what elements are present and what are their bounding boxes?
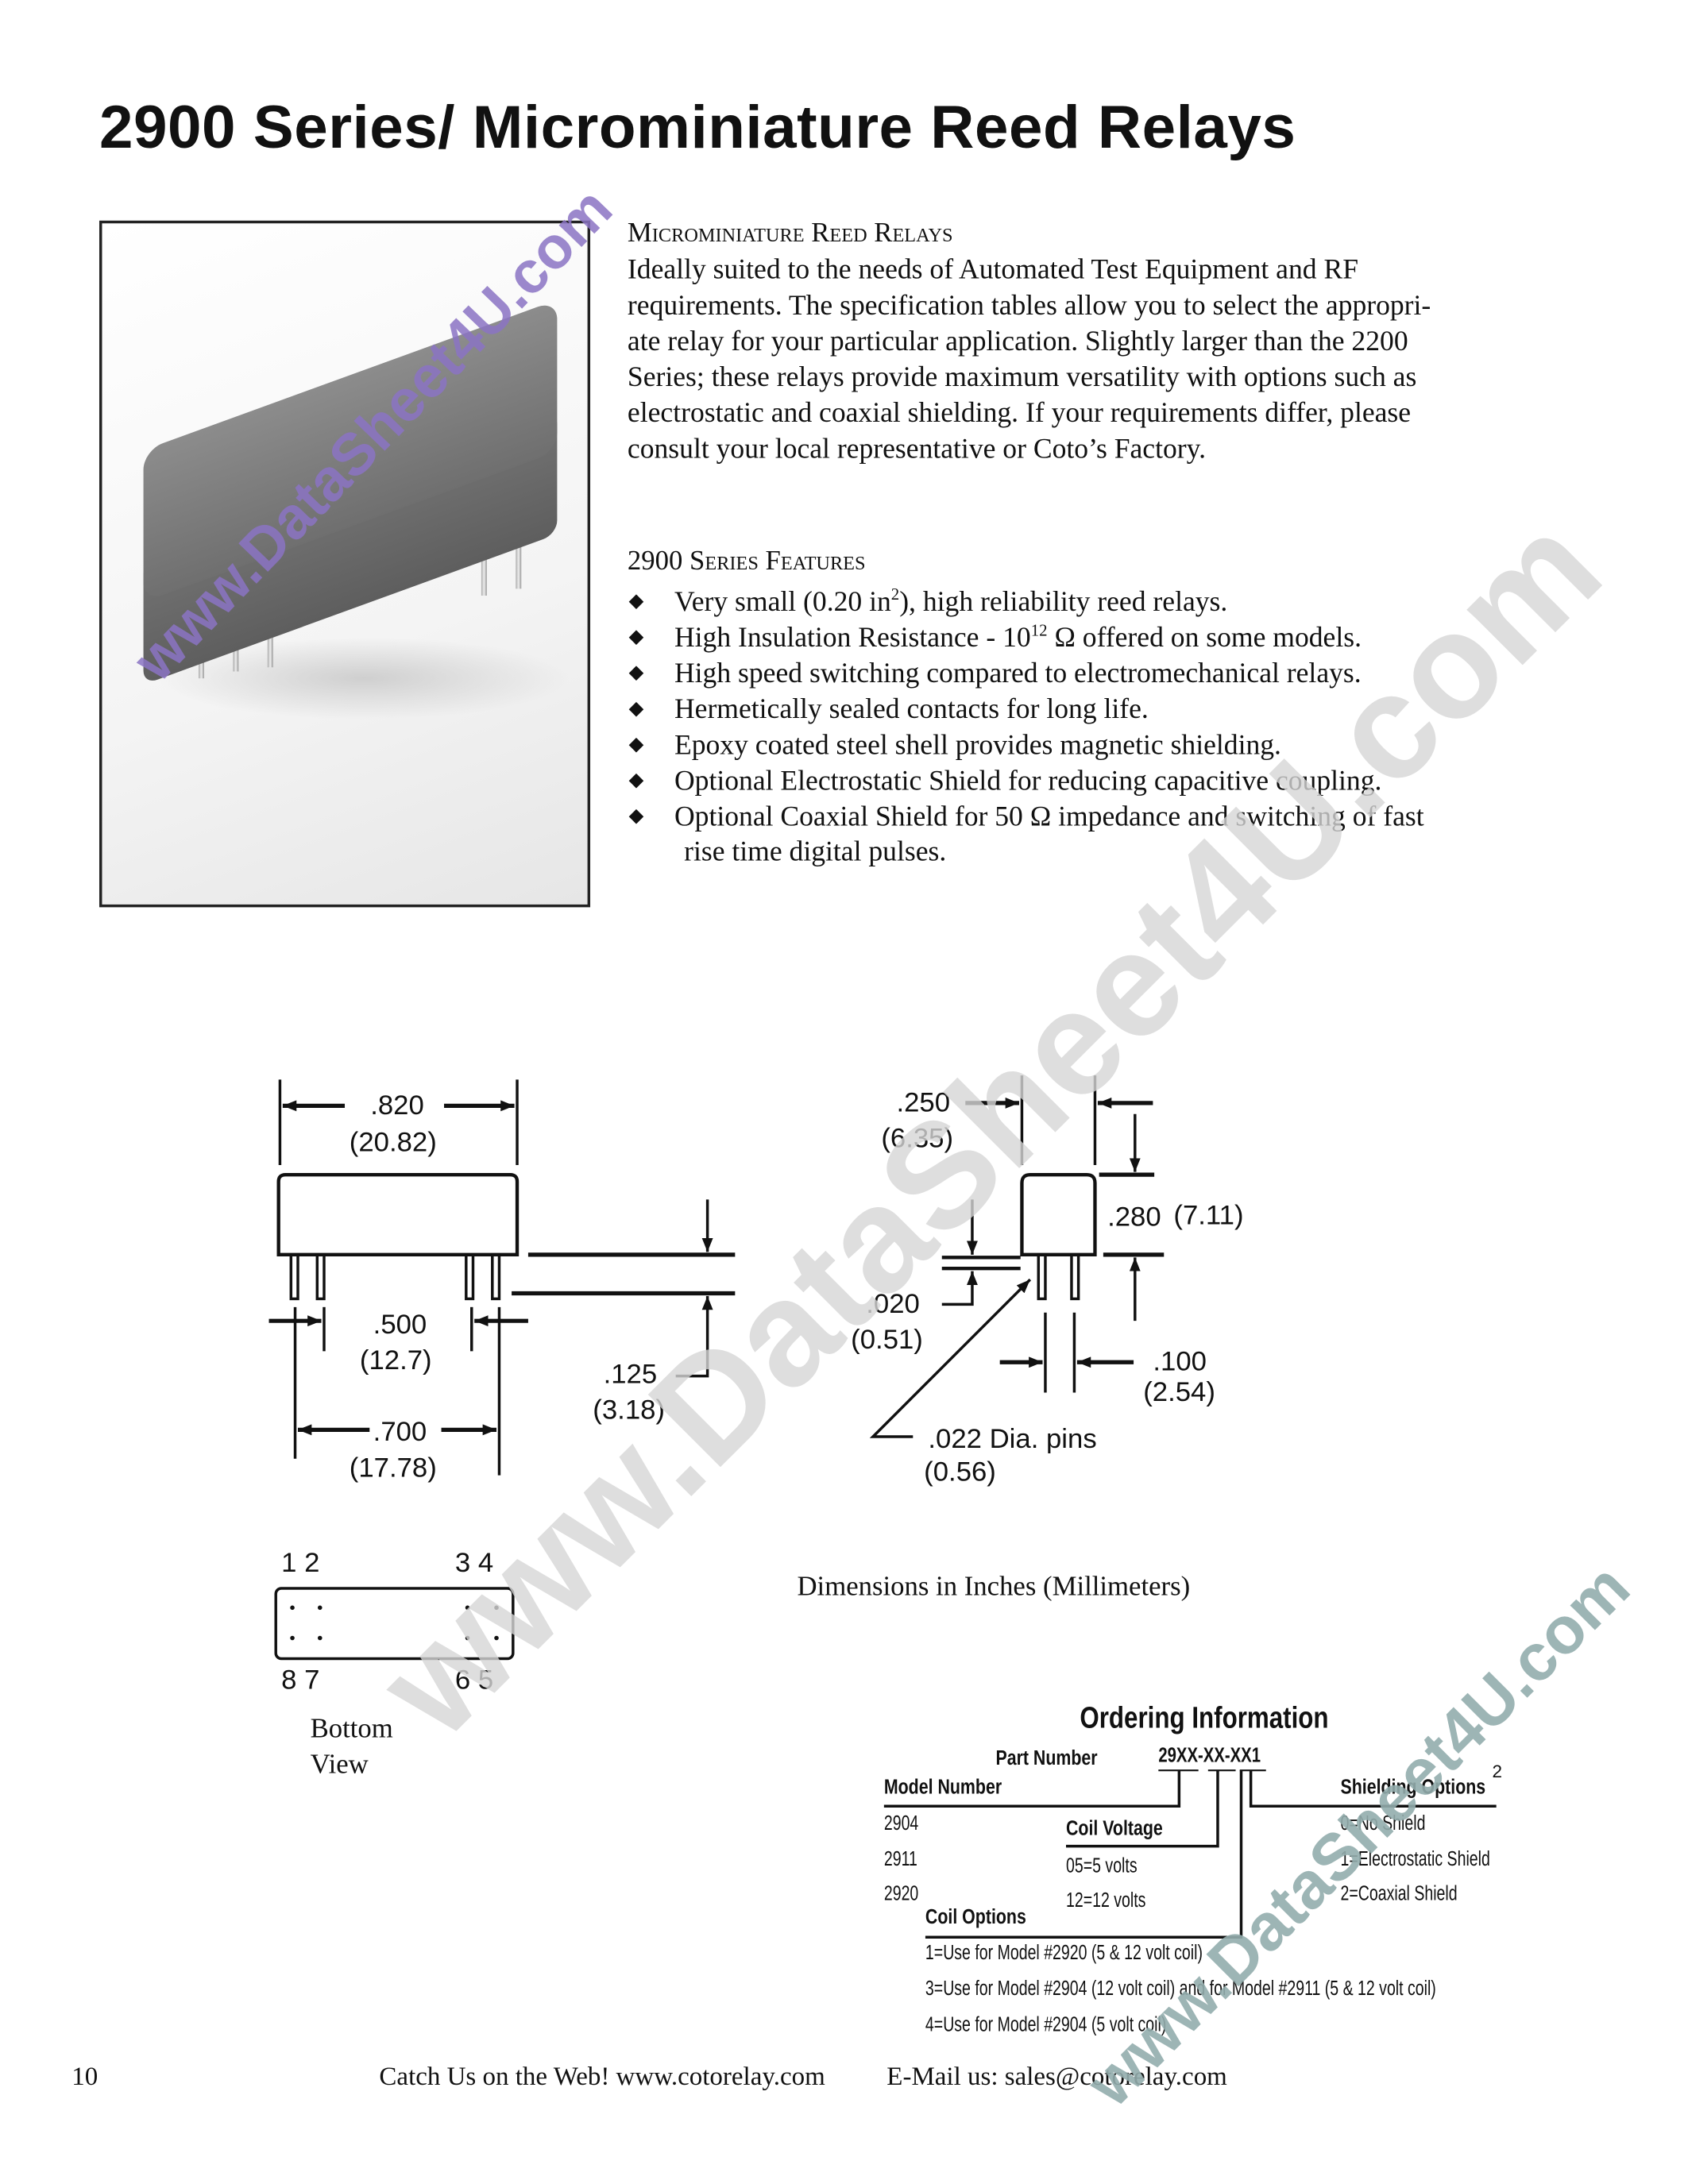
intro-line: Series; these relays provide maximum ver…	[627, 362, 1417, 393]
feature-text: High Insulation Resistance - 10	[674, 623, 1031, 654]
dim-pin-length-mm: (3.18)	[593, 1395, 665, 1425]
dim-pin-row-mm: (12.7)	[360, 1345, 432, 1376]
feature-item: Hermetically sealed contacts for long li…	[674, 693, 1149, 727]
relay-photo	[98, 220, 591, 908]
intro-line: electrostatic and coaxial shielding. If …	[627, 398, 1412, 429]
relay-pin	[481, 533, 487, 596]
dim-standoff: .020	[866, 1289, 920, 1319]
feature-item: Optional Electrostatic Shield for reduci…	[674, 764, 1381, 798]
coil-option-4: 4=Use for Model #2904 (5 volt coil)	[925, 2012, 1167, 2037]
coil-voltage-12: 12=12 volts	[1066, 1889, 1146, 1912]
features-heading: 2900 Series Features	[627, 546, 866, 577]
shielding-label: Shielding Options	[1340, 1776, 1486, 1800]
pins-8-7: 8 7	[281, 1665, 319, 1696]
bullet-diamond-icon: ◆	[628, 735, 644, 756]
feature-text: Optional Coaxial Shield for 50 Ω impedan…	[674, 802, 1424, 833]
feature-text: Very small (0.20 in	[674, 587, 891, 618]
feature-item: High Insulation Resistance - 1012 Ω offe…	[674, 620, 1362, 654]
page-title: 2900 Series/ Microminiature Reed Relays	[98, 94, 1296, 162]
footer-web: Catch Us on the Web! www.cotorelay.com	[379, 2062, 825, 2092]
dim-length: .820	[370, 1090, 424, 1121]
feature-text: Hermetically sealed contacts for long li…	[674, 694, 1149, 725]
bullet-diamond-icon: ◆	[628, 591, 644, 612]
intro-heading: Microminiature Reed Relays	[627, 218, 953, 249]
dim-length-mm: (20.82)	[350, 1128, 437, 1158]
dim-width: .250	[896, 1087, 950, 1117]
page-number: 10	[71, 2062, 98, 2092]
feature-item: High speed switching compared to electro…	[674, 656, 1362, 690]
shielding-footnote: 2	[1492, 1760, 1503, 1782]
coil-option-3: 3=Use for Model #2904 (12 volt coil) and…	[925, 1977, 1436, 2001]
side-view-drawing	[869, 1075, 1165, 1438]
feature-superscript: 2	[890, 585, 900, 604]
intro-line: Ideally suited to the needs of Automated…	[627, 255, 1359, 286]
shield-option-0: 0=No Shield	[1340, 1812, 1426, 1835]
dim-pin-span: .700	[373, 1417, 427, 1447]
model-2904: 2904	[883, 1812, 919, 1835]
bullet-diamond-icon: ◆	[628, 770, 644, 792]
bottom-view-label-2: View	[310, 1750, 369, 1781]
dim-pin-dia: .022 Dia. pins	[928, 1424, 1096, 1454]
model-2911: 2911	[883, 1847, 917, 1871]
footer-email: E-Mail us: sales@cotorelay.com	[886, 2062, 1227, 2092]
feature-text: Epoxy coated steel shell provides magnet…	[674, 730, 1281, 762]
feature-item: Very small (0.20 in2), high reliability …	[674, 585, 1227, 619]
feature-text: Ω offered on some models.	[1047, 623, 1362, 654]
shield-option-2: 2=Coaxial Shield	[1340, 1881, 1458, 1906]
model-2920: 2920	[883, 1881, 919, 1906]
feature-superscript: 12	[1030, 620, 1048, 640]
coil-options-label: Coil Options	[925, 1905, 1026, 1929]
pins-3-4: 3 4	[455, 1548, 493, 1578]
part-number-label: Part Number	[995, 1746, 1098, 1771]
dim-pin-pitch-mm: (2.54)	[1143, 1377, 1215, 1407]
dim-pin-pitch: .100	[1153, 1347, 1207, 1377]
bullet-diamond-icon: ◆	[628, 663, 644, 685]
coil-option-1: 1=Use for Model #2920 (5 & 12 volt coil)	[925, 1941, 1203, 1965]
front-view-drawing	[268, 1079, 736, 1476]
dim-pin-row: .500	[373, 1310, 427, 1340]
feature-text: Optional Electrostatic Shield for reduci…	[674, 766, 1382, 797]
pins-1-2: 1 2	[281, 1548, 319, 1578]
coil-voltage-label: Coil Voltage	[1066, 1817, 1163, 1841]
shield-option-1: 1=Electrostatic Shield	[1340, 1847, 1490, 1871]
dim-standoff-mm: (0.51)	[851, 1325, 923, 1355]
dim-pin-length: .125	[604, 1359, 658, 1389]
feature-item: Optional Coaxial Shield for 50 Ω impedan…	[674, 800, 1424, 834]
coil-voltage-05: 05=5 volts	[1066, 1854, 1138, 1878]
relay-pin	[516, 527, 522, 589]
model-number-label: Model Number	[883, 1776, 1002, 1800]
pins-6-5: 6 5	[455, 1665, 493, 1696]
intro-line: ate relay for your particular applicatio…	[627, 326, 1408, 357]
dimensions-caption: Dimensions in Inches (Millimeters)	[797, 1572, 1191, 1603]
bottom-view-drawing: 1 2 3 4 8 7 6 5	[274, 1548, 515, 1696]
bullet-diamond-icon: ◆	[628, 699, 644, 720]
ordering-connector-lines	[883, 1769, 1497, 1939]
intro-line: requirements. The specification tables a…	[627, 291, 1431, 322]
feature-text: ), high reliability reed relays.	[899, 587, 1228, 618]
ordering-title: Ordering Information	[1080, 1700, 1329, 1735]
feature-continuation: rise time digital pulses.	[684, 836, 947, 868]
dim-height-mm: (7.11)	[1173, 1201, 1243, 1231]
bottom-view-label-1: Bottom	[310, 1713, 393, 1745]
dim-pin-span-mm: (17.78)	[350, 1453, 437, 1483]
feature-item: Epoxy coated steel shell provides magnet…	[674, 728, 1281, 762]
bullet-diamond-icon: ◆	[628, 806, 644, 828]
intro-line: consult your local representative or Cot…	[627, 434, 1207, 465]
dim-height: .280	[1107, 1202, 1161, 1232]
dim-pin-dia-mm: (0.56)	[924, 1457, 996, 1488]
part-number: 29XX-XX-XX1	[1158, 1744, 1261, 1768]
feature-text: High speed switching compared to electro…	[674, 658, 1362, 689]
bullet-diamond-icon: ◆	[628, 627, 644, 648]
dim-width-mm: (6.35)	[881, 1123, 953, 1153]
